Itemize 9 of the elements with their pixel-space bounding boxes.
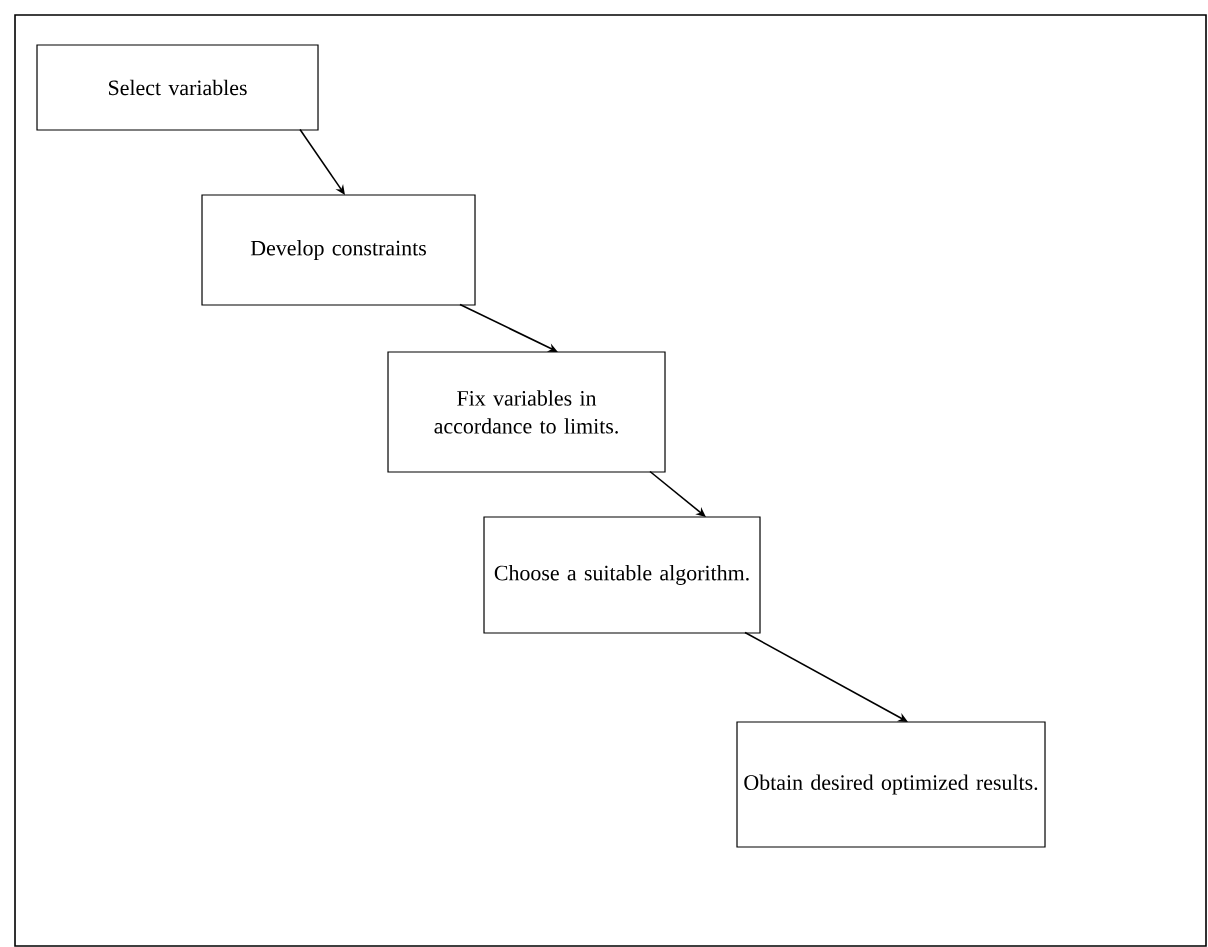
arrow xyxy=(744,631,908,722)
process-box: Choose a suitable algorithm. xyxy=(483,516,761,634)
process-box: Select variables xyxy=(36,44,319,131)
process-box: Obtain desired optimized results. xyxy=(736,721,1046,848)
process-box: Fix variables in accordance to limits. xyxy=(387,351,666,473)
arrow xyxy=(299,128,345,195)
arrow xyxy=(649,470,706,517)
process-box: Develop constraints xyxy=(201,194,476,306)
arrow xyxy=(459,303,558,352)
